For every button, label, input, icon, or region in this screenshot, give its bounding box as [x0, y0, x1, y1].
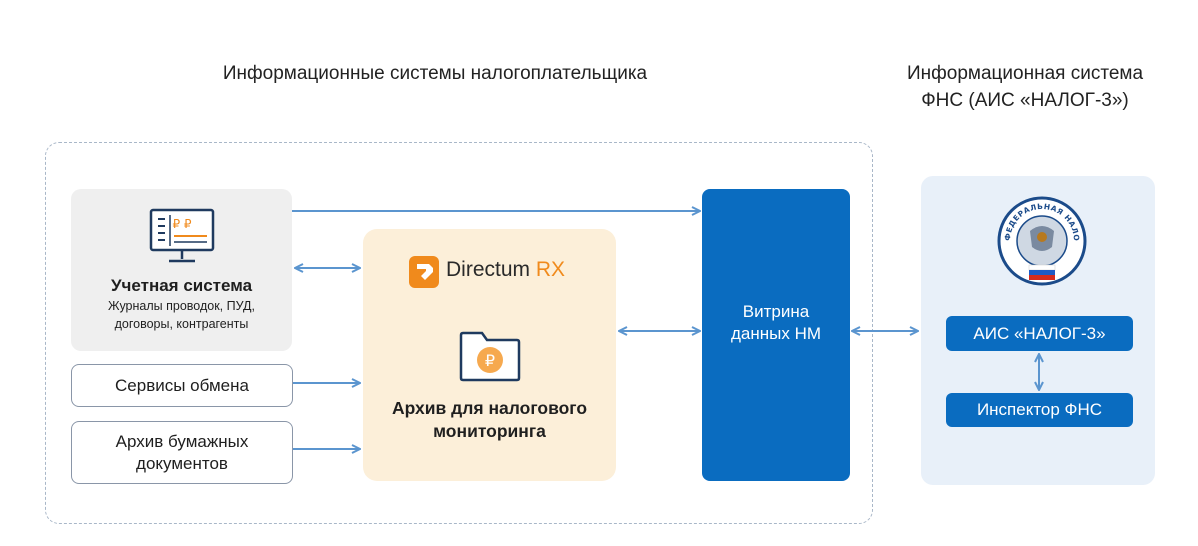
monitor-currency-glyphs: ₽ ₽ — [172, 217, 191, 231]
folder-currency-glyph: ₽ — [485, 351, 495, 370]
data-showcase-line2: данных НМ — [730, 324, 822, 343]
fns-inspector-box: Инспектор ФНС — [946, 393, 1133, 427]
directum-brand-suffix: RX — [535, 258, 566, 281]
fns-title-line2: ФНС (АИС «НАЛОГ-3») — [921, 90, 1129, 111]
data-showcase-label: Витрина данных НМ — [702, 301, 850, 345]
accounting-subtitle-line2: договоры, контрагенты — [114, 317, 249, 331]
ais-nalog3-label: АИС «НАЛОГ-3» — [973, 323, 1106, 343]
data-showcase-box — [702, 189, 850, 481]
fns-system-title: Информационная система ФНС (АИС «НАЛОГ-3… — [860, 60, 1190, 114]
paper-archive-line1: Архив бумажных — [115, 431, 249, 451]
accounting-system-subtitle: Журналы проводок, ПУД, договоры, контраг… — [71, 297, 292, 333]
archive-title-line1: Архив для налогового — [391, 398, 588, 418]
paper-archive-line2: документов — [136, 453, 228, 473]
exchange-services-box: Сервисы обмена — [71, 364, 293, 407]
directum-logo-text: Directum RX — [446, 258, 565, 282]
data-showcase-line1: Витрина — [742, 302, 810, 321]
ais-nalog3-box: АИС «НАЛОГ-3» — [946, 316, 1133, 351]
exchange-services-label: Сервисы обмена — [115, 375, 249, 395]
fns-inspector-label: Инспектор ФНС — [976, 400, 1103, 419]
accounting-subtitle-line1: Журналы проводок, ПУД, — [108, 299, 255, 313]
fns-title-line1: Информационная система — [906, 63, 1144, 84]
paper-archive-box: Архив бумажных документов — [71, 421, 293, 484]
tax-monitoring-archive-title: Архив для налогового мониторинга — [363, 397, 616, 443]
accounting-system-title: Учетная система — [110, 276, 253, 295]
folder-icon: ₽ — [459, 331, 521, 382]
fns-emblem-icon: ФЕДЕРАЛЬНАЯ НАЛОГОВАЯ СЛУЖБА — [996, 195, 1087, 286]
taxpayer-systems-title: Информационные системы налогоплательщика — [222, 63, 648, 84]
directum-brand: Directum — [446, 258, 531, 281]
directum-logo-icon — [409, 256, 439, 288]
monitor-icon: ₽ ₽ — [149, 208, 215, 263]
archive-title-line2: мониторинга — [433, 421, 546, 441]
